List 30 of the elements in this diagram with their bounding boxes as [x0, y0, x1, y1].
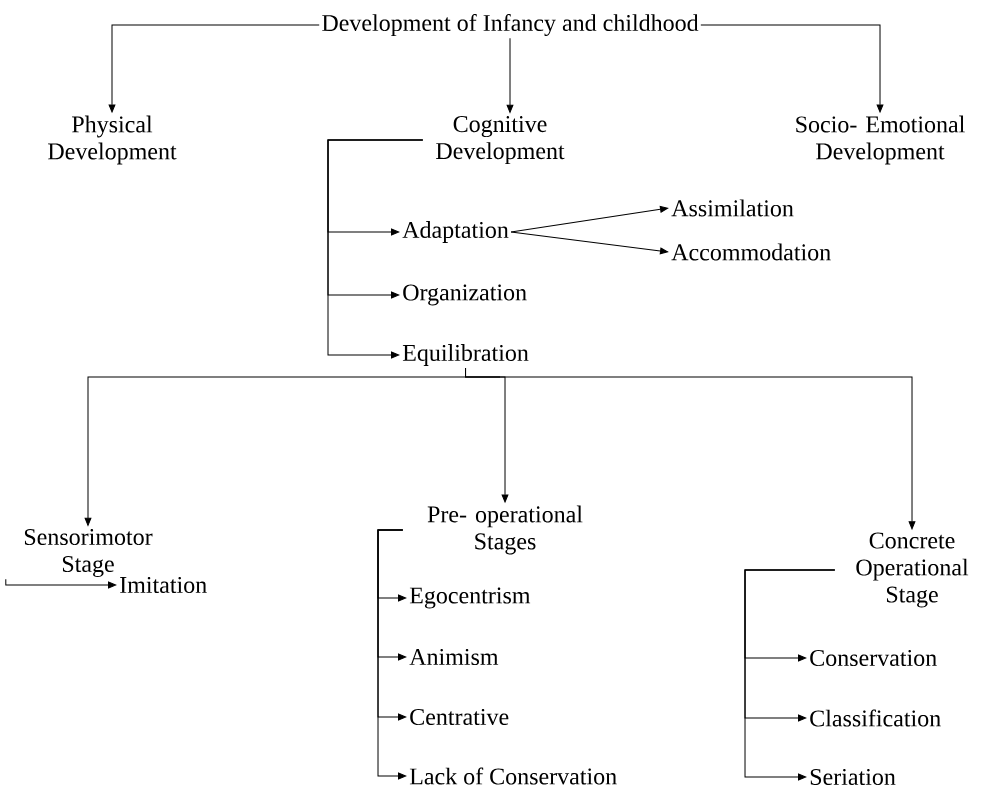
arrow — [744, 569, 836, 781]
text-label: Cognitive Development — [436, 116, 565, 164]
arrow — [5, 578, 117, 589]
text-label: Classification — [810, 709, 941, 727]
arrow — [700, 24, 884, 113]
text-label: Seriation — [810, 768, 896, 786]
text-label: Centrative — [410, 708, 509, 726]
arrow — [377, 529, 407, 780]
text-label: Physical Development — [48, 115, 177, 165]
text-label: Concrete Operational Stage — [856, 532, 969, 608]
text-label: Equilibration — [402, 344, 529, 366]
text-label: Animism — [409, 648, 499, 666]
text-label: Egocentrism — [409, 587, 531, 609]
text-label: Socio- Emotional Development — [796, 115, 965, 165]
arrow — [510, 205, 669, 233]
text-label: Accommodation — [671, 243, 831, 261]
text-label: Sensorimotor Stage — [24, 528, 153, 578]
arrow — [327, 139, 424, 359]
text-label: Lack of Conservation — [409, 767, 617, 785]
text-label: Development of Infancy and childhood — [322, 13, 699, 37]
arrow — [510, 231, 669, 255]
text-label: Pre- operational Stages — [427, 505, 583, 555]
arrow — [465, 367, 916, 530]
text-label: Assimilation — [671, 199, 794, 217]
text-label: Imitation — [120, 576, 207, 594]
text-label: Organization — [403, 284, 527, 306]
text-label: Conservation — [810, 649, 937, 667]
text-label: Adaptation — [402, 221, 509, 243]
arrow — [108, 24, 320, 113]
arrow — [506, 37, 514, 113]
